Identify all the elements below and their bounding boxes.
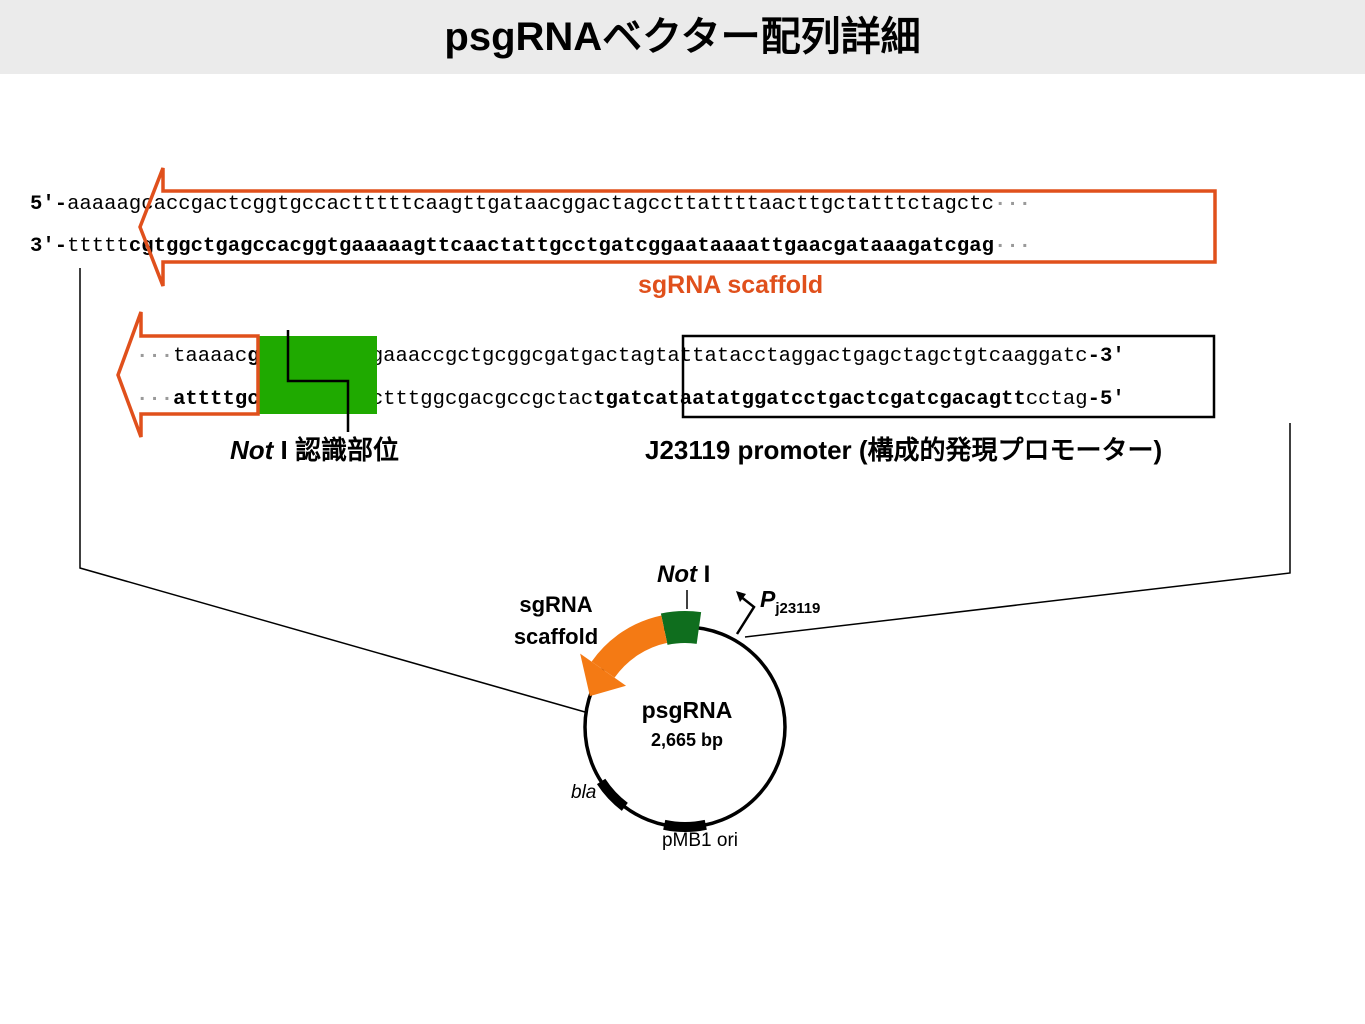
block1-bottom-strand: 3′-tttttcgtggctgagccacggtgaaaaagttcaacta… bbox=[30, 235, 1031, 259]
page-title: psgRNAベクター配列詳細 bbox=[444, 15, 921, 59]
plasmid-ori-block bbox=[663, 819, 707, 833]
promoter-label: J23119 promoter (構成的発現プロモーター) bbox=[645, 435, 1163, 465]
promoter-arrow-icon bbox=[735, 595, 756, 635]
noti-cut-line bbox=[286, 330, 350, 432]
ellipsis: ··· bbox=[136, 388, 174, 411]
three-prime-label: 3′- bbox=[30, 235, 68, 258]
noti-highlight bbox=[258, 336, 377, 414]
seq-segment: aaaaa bbox=[67, 193, 129, 216]
ellipsis: ··· bbox=[136, 345, 174, 368]
seq-segment: gactttggcgacgccgctac bbox=[346, 388, 594, 411]
five-prime-label: 5′- bbox=[30, 193, 68, 216]
ellipsis: ··· bbox=[993, 193, 1032, 216]
sgrna-scaffold-label: sgRNA scaffold bbox=[638, 271, 824, 299]
plasmid-size: 2,665 bp bbox=[651, 730, 723, 750]
seq-segment: attttg bbox=[173, 388, 248, 411]
three-prime-label: -3′ bbox=[1087, 345, 1125, 368]
plasmid-bla-label: bla bbox=[571, 782, 596, 803]
plasmid-noti-rest: I bbox=[697, 561, 710, 588]
plasmid-promoter-label: Pj23119 bbox=[760, 586, 820, 617]
seq-segment-scaffold: cgtggctgagccacggtgaaaaagttcaactattgcctga… bbox=[128, 235, 994, 258]
plasmid-noti-italic: Not bbox=[657, 561, 698, 588]
plasmid-noti-label: Not I bbox=[657, 561, 710, 588]
plasmid-name: psgRNA bbox=[642, 697, 733, 723]
seq-segment: ttttt bbox=[67, 235, 129, 258]
seq-segment: gcaccgactcggtgccactttttcaagttgataacggact… bbox=[128, 193, 994, 216]
plasmid-scaffold-arc bbox=[591, 615, 668, 678]
promoter-sub: j23119 bbox=[774, 600, 820, 617]
title-bar: psgRNAベクター配列詳細 bbox=[0, 0, 1365, 74]
plasmid-bla-block bbox=[596, 778, 628, 811]
promoter-arrowhead bbox=[736, 591, 746, 602]
noti-rest: I 認識部位 bbox=[273, 435, 399, 465]
zoom-guide-left bbox=[79, 268, 586, 713]
plasmid-noti-block bbox=[660, 611, 702, 645]
ellipsis: ··· bbox=[993, 235, 1032, 258]
plasmid-scaffold-arrowhead bbox=[580, 653, 627, 697]
promoter-box bbox=[681, 334, 1216, 419]
plasmid-scaffold-label-2: scaffold bbox=[514, 624, 598, 649]
block1-top-strand: 5′-aaaaagcaccgactcggtgccactttttcaagttgat… bbox=[30, 193, 1031, 217]
plasmid-scaffold-label-1: sgRNA bbox=[519, 592, 592, 617]
seq-segment: cctag bbox=[1025, 388, 1088, 411]
seq-segment: ctgaaaccgctgcggcgatg bbox=[346, 345, 594, 368]
scaffold-arrow-outline-2 bbox=[116, 311, 260, 438]
scaffold-arrow-outline bbox=[138, 167, 1217, 287]
plasmid-ori-label: pMB1 ori bbox=[662, 830, 738, 851]
seq-segment: ggatc bbox=[1025, 345, 1088, 368]
promoter-bottom: tgatcataatatggatcctgactcgatcgacagtt bbox=[593, 388, 1026, 411]
promoter-p: P bbox=[760, 586, 776, 612]
noti-italic: Not bbox=[230, 435, 274, 465]
promoter-top: actagtattatacctaggactgagctagctgtcaa bbox=[593, 345, 1026, 368]
zoom-guide-right bbox=[744, 423, 1291, 638]
five-prime-label: -5′ bbox=[1087, 388, 1125, 411]
seq-segment: taaaac bbox=[173, 345, 248, 368]
noti-recognition-label: Not I 認識部位 bbox=[230, 430, 399, 467]
